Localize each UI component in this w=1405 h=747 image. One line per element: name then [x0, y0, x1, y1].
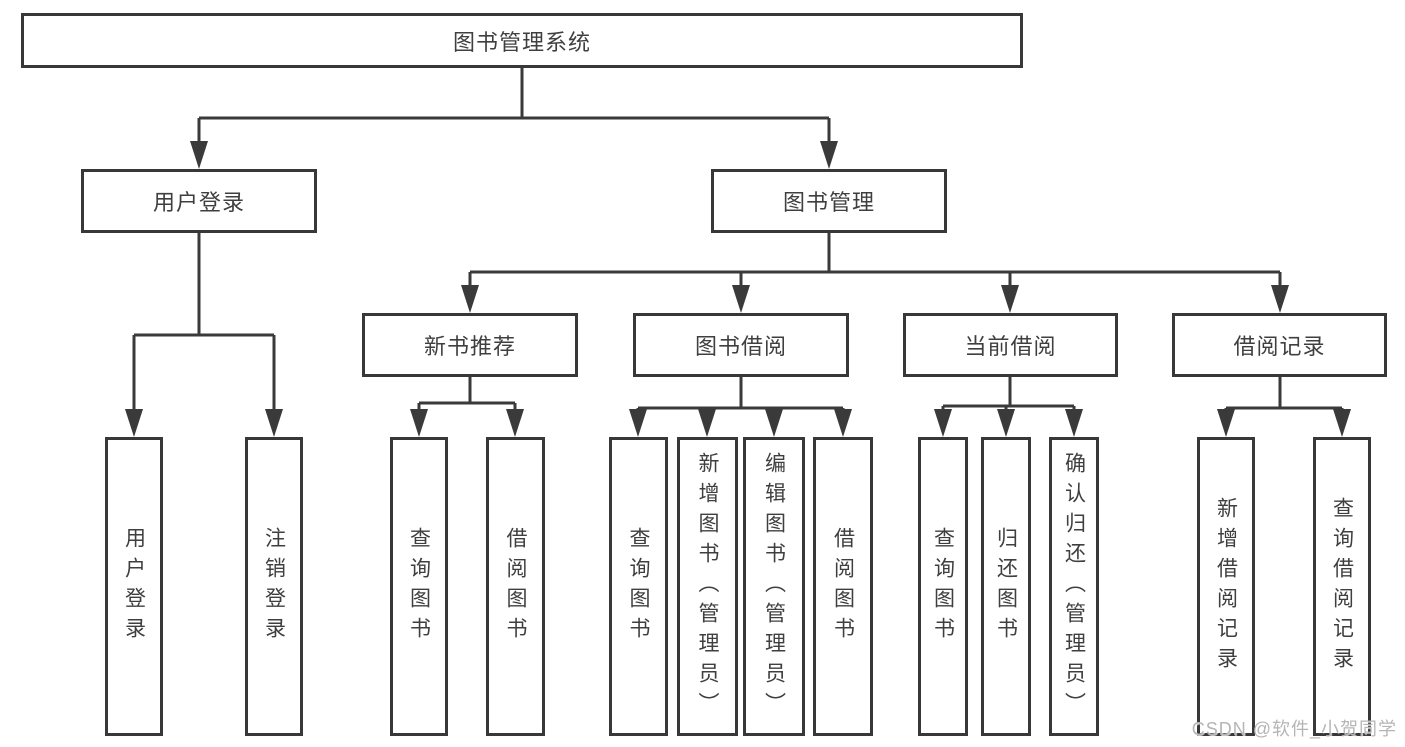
leaf-edit-books-admin: 编辑图书（管理员） — [743, 437, 805, 736]
leaf-return-books: 归还图书 — [981, 437, 1031, 736]
leaf-query-books-recommend: 查询图书 — [390, 437, 448, 736]
node-library-management-system: 图书管理系统 — [21, 13, 1023, 68]
leaf-query-borrow-record: 查询借阅记录 — [1313, 437, 1371, 736]
leaf-query-books-current: 查询图书 — [918, 437, 968, 736]
leaf-borrow-books-borrowing: 借阅图书 — [813, 437, 873, 736]
leaf-user-login: 用户登录 — [105, 437, 163, 736]
node-book-borrowing: 图书借阅 — [633, 313, 849, 377]
node-user-login: 用户登录 — [81, 169, 317, 233]
leaf-add-borrow-record: 新增借阅记录 — [1197, 437, 1255, 736]
node-current-borrowing: 当前借阅 — [903, 313, 1118, 377]
node-borrowing-records: 借阅记录 — [1172, 313, 1387, 377]
csdn-watermark: CSDN @软件_小贺同学 — [1191, 719, 1397, 739]
leaf-add-books-admin: 新增图书（管理员） — [677, 437, 738, 736]
node-new-book-recommend: 新书推荐 — [362, 313, 578, 377]
leaf-query-books-borrowing: 查询图书 — [609, 437, 668, 736]
arrowheads — [125, 141, 1351, 437]
leaf-confirm-return-admin: 确认归还（管理员） — [1049, 437, 1099, 736]
leaf-logout: 注销登录 — [245, 437, 303, 736]
node-book-management: 图书管理 — [711, 169, 947, 233]
leaf-borrow-books-recommend: 借阅图书 — [486, 437, 545, 736]
